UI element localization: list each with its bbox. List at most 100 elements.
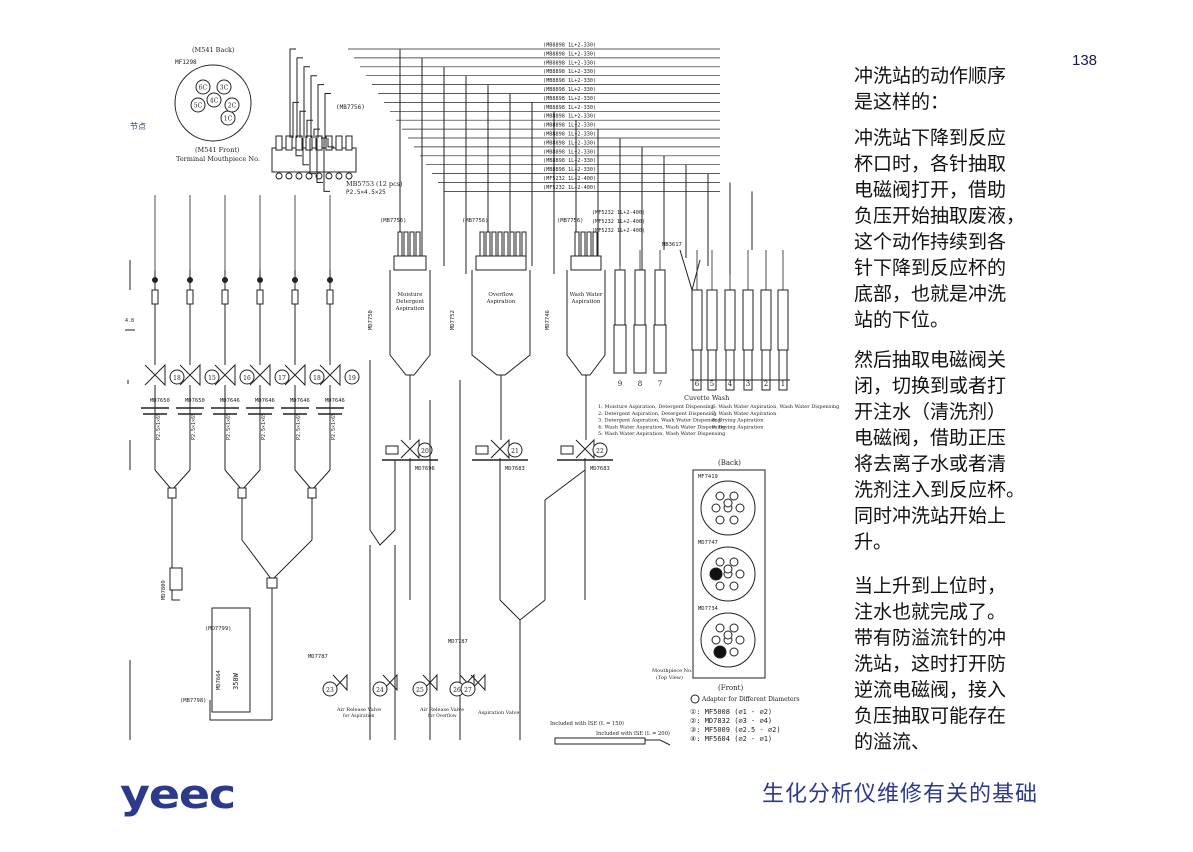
cuvette-number: 9 [618,380,622,388]
filter [256,289,264,305]
legend-line: 5: Wash Water Aspiration, Wash Water Dis… [598,431,726,437]
merge-right [499,599,546,621]
left-code: MD7787 [448,639,468,645]
mb5753-label: MB5753 (12 pcs) [346,180,403,188]
connector-top-code: MF1298 [175,59,197,66]
valve-number-ring [239,369,255,385]
filter [221,289,229,305]
mid-valve-number: 20 [421,448,429,455]
harness-label: (MB8898 1L+2-330) [543,132,596,138]
chamber-code: MD7750 [368,310,374,330]
left-drain-loop [369,360,396,546]
harness-drop [309,138,316,175]
mouthpiece-hole [715,491,725,501]
probe-body [777,289,789,351]
harness-drop [299,110,306,138]
chamber-code: MD7746 [545,310,551,330]
sensor-block [169,567,183,591]
adapter-item: ②: MD7832 (⌀3 - ⌀4) [690,717,772,725]
ise-note: Included with ISE (L = 200) [596,730,670,737]
mouthpiece-caption: Mouthpiece No. [652,668,693,674]
valve-number-ring [204,369,220,385]
mid-valve [575,438,595,460]
y-joint [167,487,177,499]
adapter-item: ④: MF5604 (⌀2 - ⌀1) [690,735,772,743]
mouthpiece-hole [729,491,739,501]
probe-nozzle [761,349,771,391]
valve-code: MD7646 [325,398,345,404]
mid-valve-number: 22 [596,448,604,455]
tank-label: 350W [232,672,240,690]
mid-valve-coil [385,445,399,455]
para-line: 是这样的： [854,91,950,113]
bottom-valve-ring [412,681,428,697]
harness-drop [327,138,334,148]
valve-body [319,363,341,387]
valve-number-ring [344,369,360,385]
mid-valve [490,438,510,460]
mid-valve-coil [475,445,489,455]
mid-valve-ring [592,442,608,458]
connector-front-label: (M541 Front) [195,146,240,154]
harness-label: (MB8898 1L+2-330) [543,87,596,93]
para-line: 逆流电磁阀，接入 [854,679,1007,701]
harness-drop [316,138,323,183]
valve-number: 17 [278,375,286,382]
paragraph-aspiration: 冲洗站下降到反应 杯口时，各针抽取 电磁阀打开，借助 负压开始抽取废液， 这个动… [854,125,1054,333]
bottom-valve-number: 26 [453,687,461,694]
mouthpiece-back: (Back) [718,459,741,467]
chamber-vessel [566,270,606,376]
mouthpiece-hole [729,623,739,633]
mouthpiece-hole [729,581,739,591]
paragraph-intro: 冲洗站的动作顺序 是这样的： [854,63,1054,115]
joint [257,277,263,283]
cuvette-number: 3 [746,380,750,388]
legend-line-right: 6: Wash Water Aspiration, Wash Water Dis… [712,404,840,410]
left-code: MD7787 [308,654,328,660]
pipe-spec: P2.5×1×65 [296,413,302,440]
chamber-pin [397,231,403,257]
terminal-pin [305,135,313,151]
harness-drop [323,138,330,192]
connector-pin [206,92,222,108]
harness-label: (MF5232 1L+2-400) [543,176,596,182]
harness-label: (MF5232 1L+2-400) [543,185,596,191]
chamber-pin [509,231,515,257]
cuvette-number: 1 [781,380,785,388]
para-line: 负压开始抽取废液， [854,205,1026,227]
mouthpiece-hole [711,503,721,513]
para-line: 杯口时，各针抽取 [854,153,1007,175]
mb3617-label: MB3617 [662,242,682,248]
terminal-screw [335,172,343,180]
valve-caption: Aspiration Valve [477,710,519,716]
filter [151,289,159,305]
bottom-valve-number: 27 [464,687,472,694]
filter [291,289,299,305]
harness-label: (MB8898 1L+2-330) [543,114,596,120]
harness-label: (MB8898 1L+2-330) [543,78,596,84]
filter [326,289,334,305]
probe-lower [613,324,627,374]
ise-bar [554,737,646,745]
para-line: 然后抽取电磁阀关 [854,349,1007,371]
harness-short-label: (MF5232 1L+2-400) [592,228,645,234]
harness-drop [324,93,331,138]
adapter-item: ③: MF5009 (⌀2.5 - ⌀2) [690,726,781,734]
connector-pin-label: 3C [220,85,229,92]
terminal-pin [345,135,353,151]
mouthpiece-code: MD7734 [698,606,719,612]
para-line: 底部，也就是冲洗 [854,283,1007,305]
probe-body [760,289,772,351]
mouthpiece-hole [729,647,739,657]
cuvette-wash-label: Cuvette Wash [684,394,729,402]
terminal-screw [285,172,293,180]
bottom-valve [422,673,438,692]
joint [327,277,333,283]
bottom-valve-number: 23 [326,687,334,694]
valve-caption: Air Release Valve [336,707,381,713]
mid-valve-code: MD7683 [505,466,525,472]
chamber-pin [586,231,592,257]
probe-body [706,289,718,351]
harness-label: (MB8898 1L+2-330) [543,96,596,102]
para-line: 负压抽取可能存在 [854,705,1007,727]
